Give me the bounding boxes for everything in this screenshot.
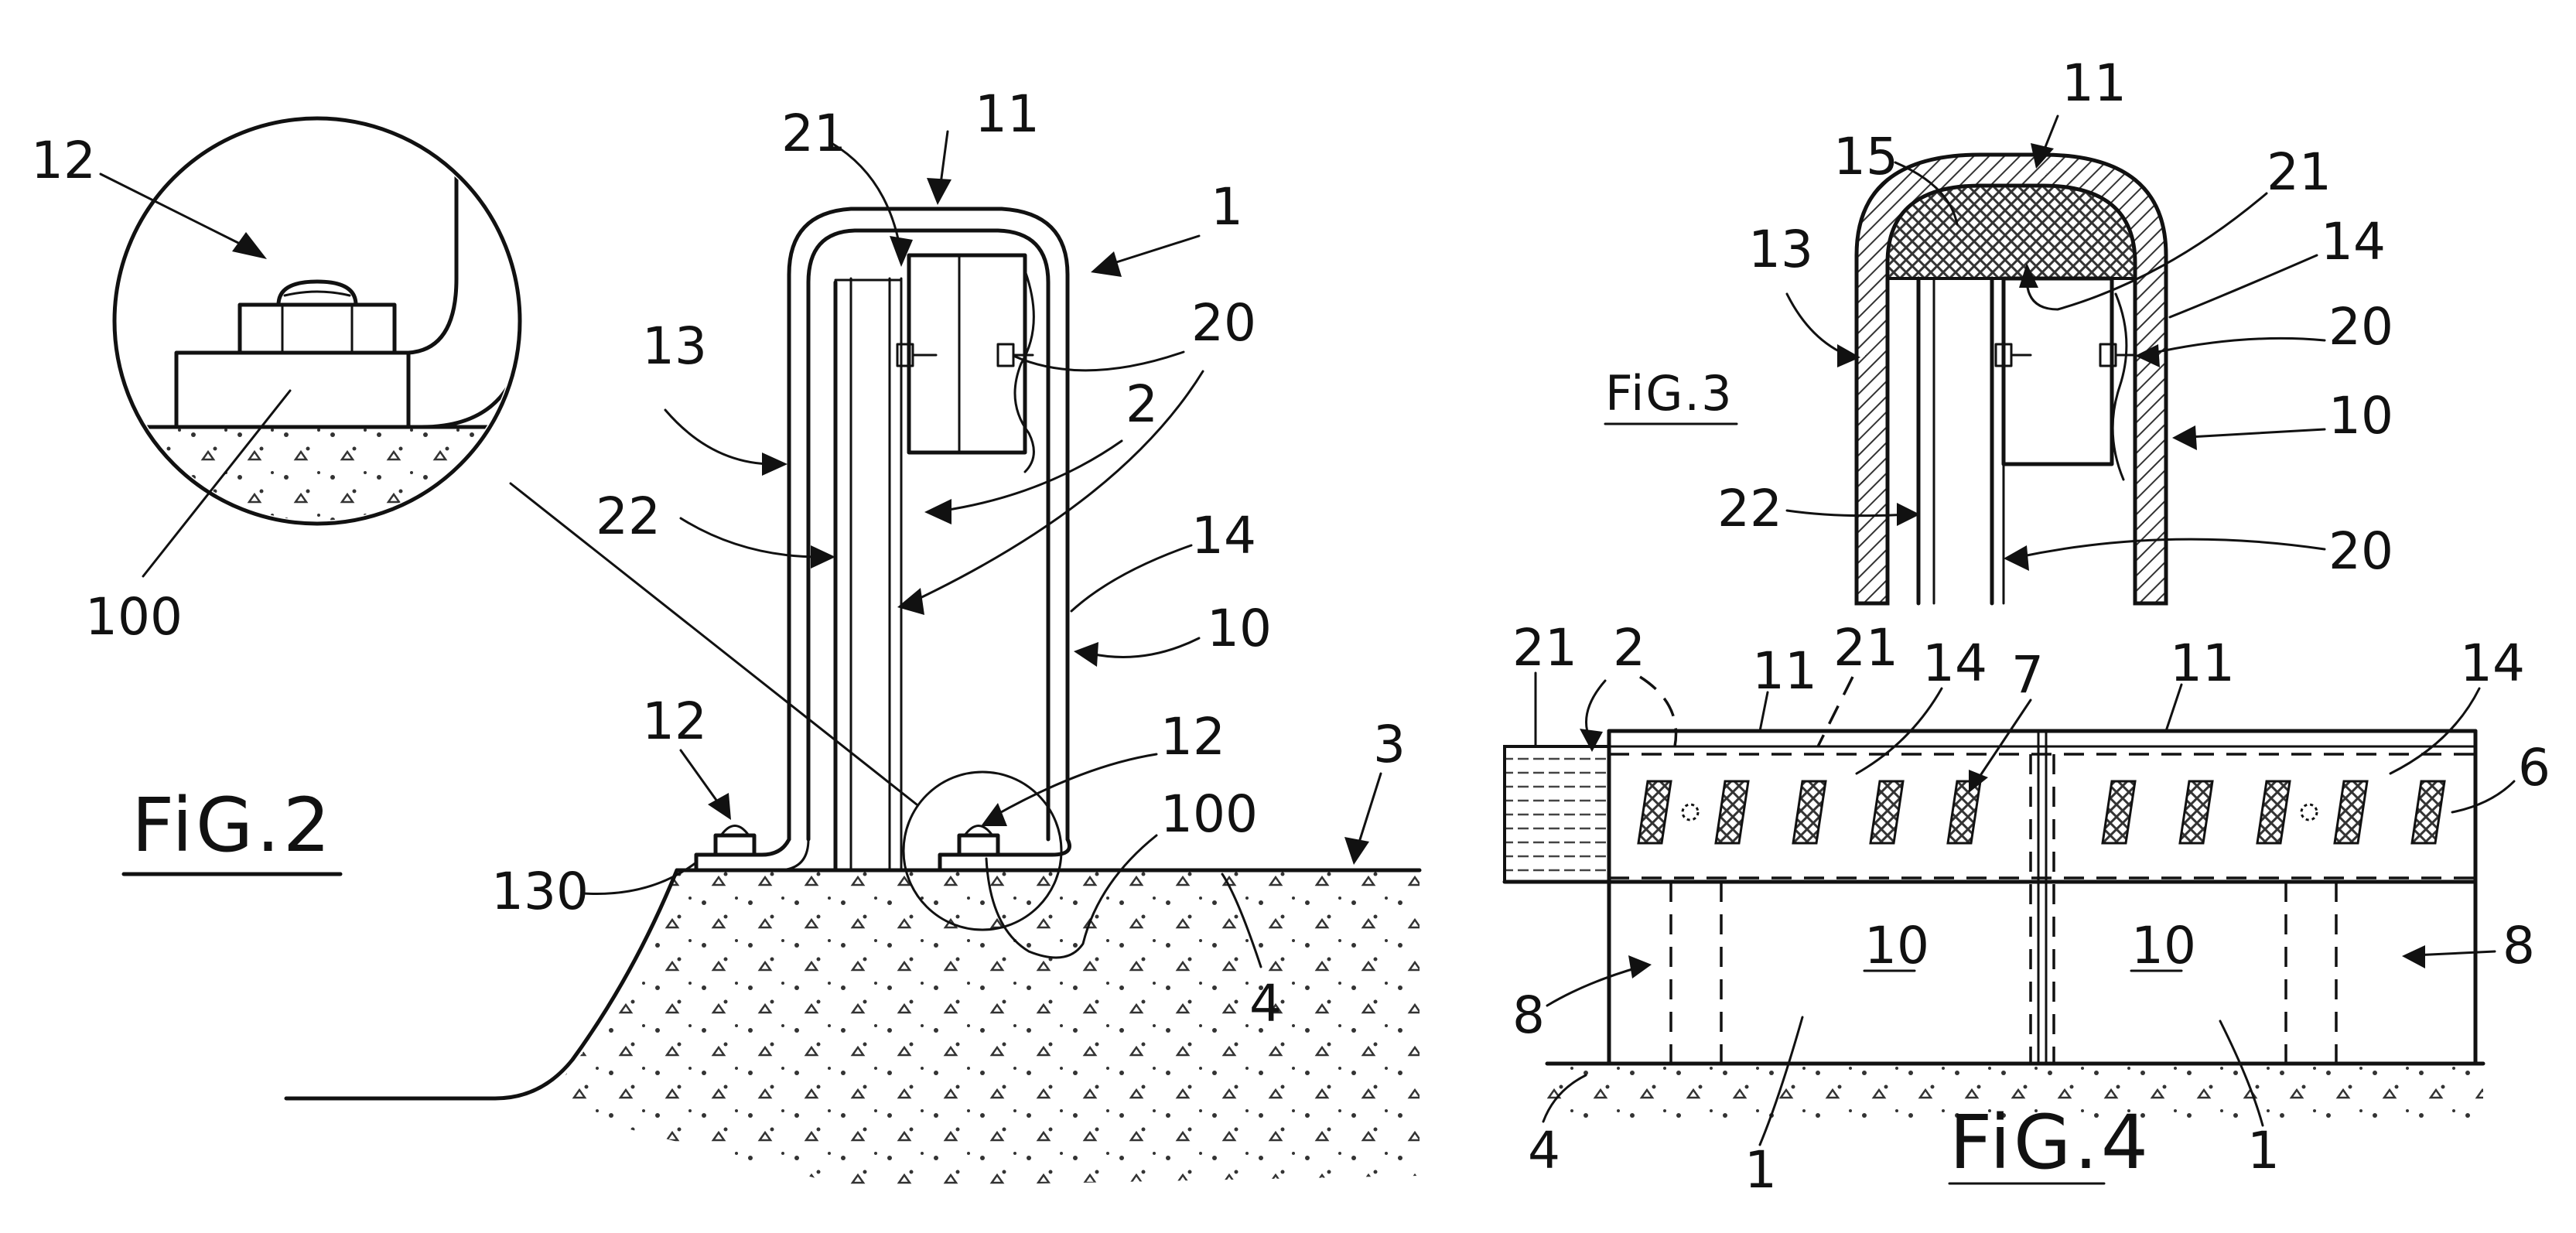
fig4-title: FiG.4 <box>1949 1099 2151 1186</box>
figure-4: 21 2 11 21 14 7 11 14 6 10 10 8 8 4 1 1 … <box>1502 618 2550 1200</box>
fig3-label-15: 15 <box>1833 127 1898 186</box>
fig3-label-13: 13 <box>1748 220 1813 279</box>
fig2-label-11: 11 <box>975 84 1040 144</box>
detail-leader-line <box>509 482 918 806</box>
fig2-label-10: 10 <box>1207 599 1272 658</box>
fig2-label-12-right: 12 <box>1160 707 1225 767</box>
fig3-label-22: 22 <box>1717 479 1782 538</box>
fig3-label-20-top: 20 <box>2328 297 2393 357</box>
fig4-label-8-right: 8 <box>2503 916 2535 975</box>
fig2-title: FiG.2 <box>132 782 333 869</box>
detail-label-12: 12 <box>31 131 96 190</box>
fig4-label-11-left: 11 <box>1752 641 1817 701</box>
fig3-label-10: 10 <box>2328 386 2393 446</box>
barrier-profile <box>694 207 1071 931</box>
fig2-label-12-left: 12 <box>642 692 707 751</box>
fig3-label-21: 21 <box>2267 142 2332 202</box>
fig3-label-20-bottom: 20 <box>2328 521 2393 581</box>
fig4-label-11-right: 11 <box>2170 634 2235 693</box>
fig2-label-20: 20 <box>1191 293 1256 353</box>
fig4-label-21-left: 21 <box>1512 618 1577 678</box>
figure-2: 12 100 <box>31 84 1422 1187</box>
fig4-label-10-left: 10 <box>1864 916 1929 975</box>
detail-circle <box>112 116 522 526</box>
fig4-label-8-left: 8 <box>1512 985 1545 1045</box>
fig2-label-13: 13 <box>642 316 707 376</box>
fig4-label-14-left: 14 <box>1922 634 1987 693</box>
fig4-label-1-left: 1 <box>1744 1140 1777 1200</box>
fig4-label-6: 6 <box>2518 738 2550 798</box>
fig4-label-4: 4 <box>1528 1121 1560 1180</box>
fig2-label-2: 2 <box>1126 374 1158 434</box>
fig2-label-14: 14 <box>1191 506 1256 565</box>
fig2-label-21: 21 <box>781 104 846 163</box>
fig2-label-4: 4 <box>1249 974 1282 1033</box>
figure-3: FiG.3 11 15 21 13 14 20 10 22 20 <box>1604 53 2393 606</box>
fig2-label-3: 3 <box>1373 715 1406 774</box>
fig4-label-10-right: 10 <box>2131 916 2196 975</box>
detail-label-100: 100 <box>85 587 183 647</box>
ground-embankment <box>284 868 1422 1187</box>
fig4-label-2: 2 <box>1613 618 1645 678</box>
fig4-label-1-right: 1 <box>2247 1121 2280 1180</box>
fig3-label-11: 11 <box>2062 53 2127 113</box>
fig3-title: FiG.3 <box>1605 365 1734 422</box>
fig3-label-14: 14 <box>2321 212 2386 272</box>
fig2-label-100: 100 <box>1160 784 1258 844</box>
fig2-label-22: 22 <box>596 487 661 546</box>
rail-slots <box>1637 780 2446 845</box>
fig2-label-1: 1 <box>1211 177 1243 237</box>
fig4-label-14-right: 14 <box>2460 634 2525 693</box>
fig2-label-130: 130 <box>491 862 589 921</box>
fig4-label-7: 7 <box>2011 645 2044 705</box>
fig4-label-21-mid: 21 <box>1833 618 1898 678</box>
